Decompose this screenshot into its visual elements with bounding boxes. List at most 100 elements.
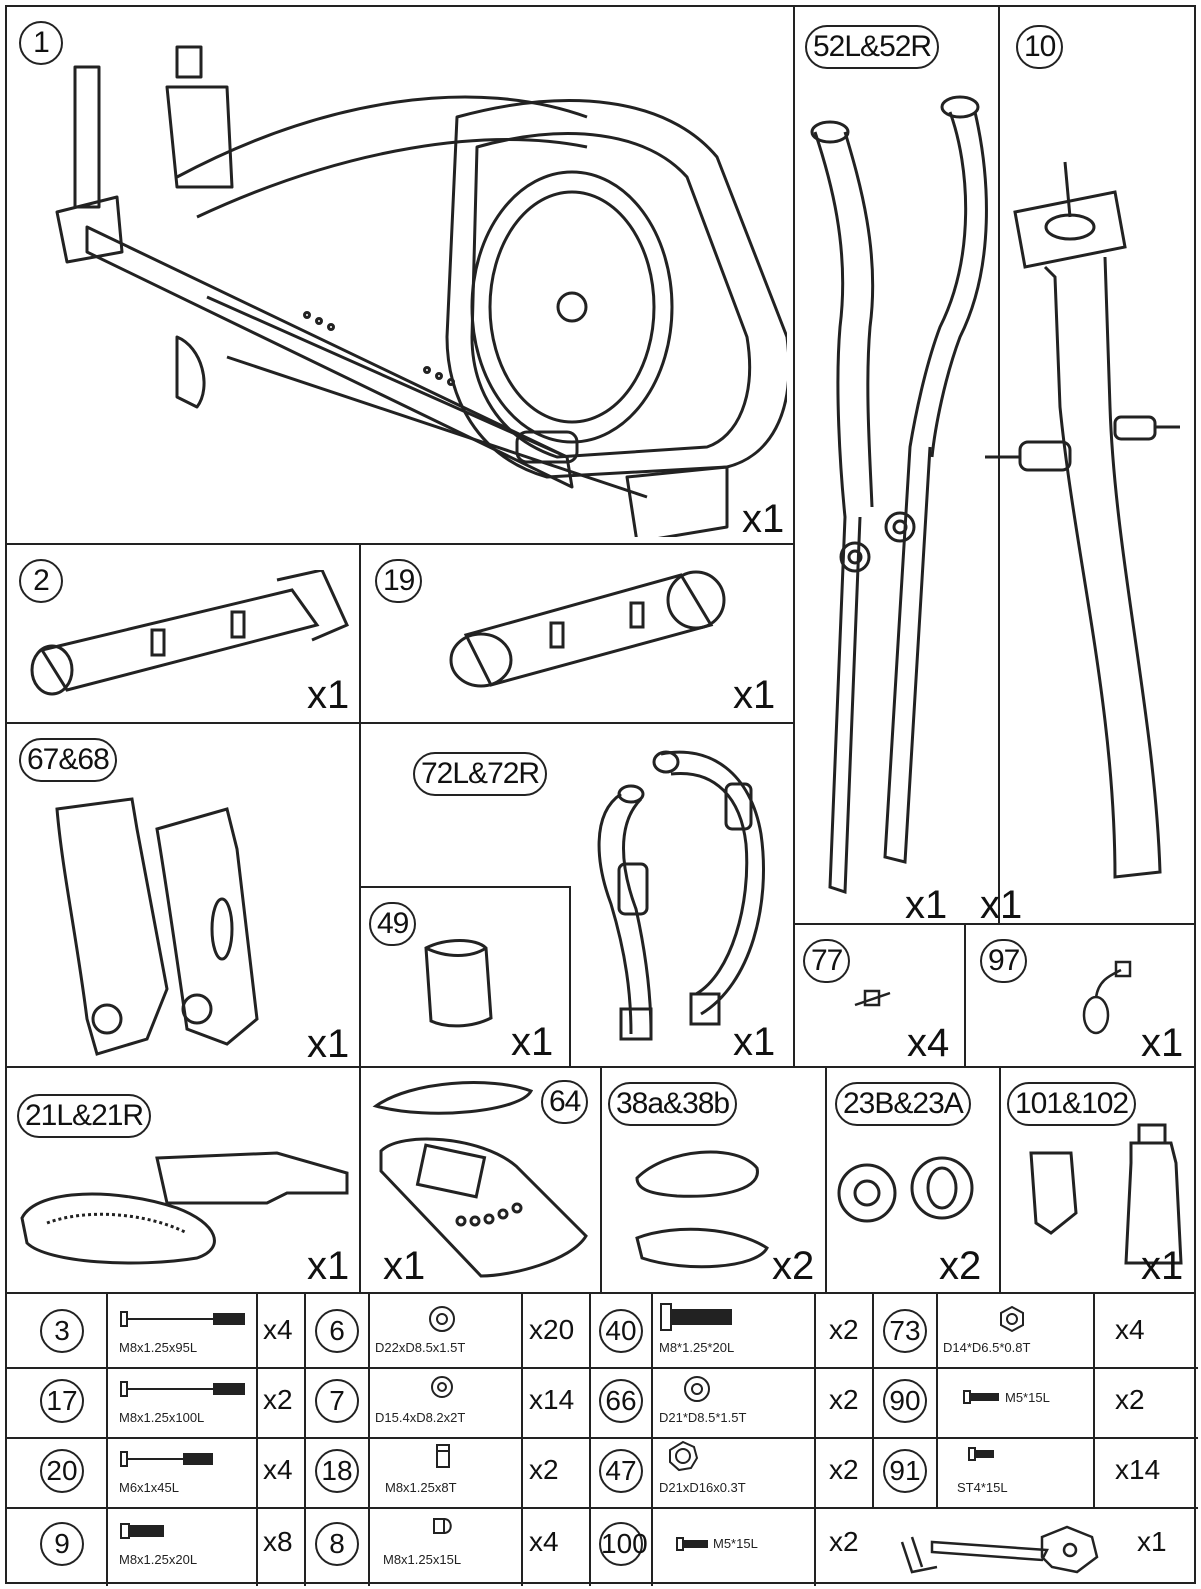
hw-number-6: 6: [315, 1309, 359, 1353]
front-stabilizer-drawing: [449, 570, 726, 688]
part-qty-23: x2: [939, 1244, 982, 1288]
part-box-19: 19 x1: [359, 543, 795, 724]
adapter-drawing: [1082, 960, 1132, 1035]
hw-spec-17: M8x1.25x100L: [119, 1410, 205, 1425]
hw-number-3: 3: [40, 1309, 84, 1353]
pedals-drawing: [20, 1151, 349, 1265]
hardware-table: 3 M8x1.25x95L x4 6 D22xD8.5x1.5T x20 40 …: [5, 1292, 1198, 1586]
part-box-1: 1: [5, 5, 795, 545]
hw-number-90: 90: [883, 1379, 927, 1423]
hw-qty-18: x2: [529, 1454, 559, 1485]
screw-icon: [963, 1390, 999, 1404]
part-number-19: 19: [375, 559, 423, 603]
part-number-97: 97: [980, 939, 1028, 983]
hw-qty-73: x4: [1115, 1314, 1145, 1345]
part-qty-21: x1: [307, 1244, 350, 1288]
hw-spec-7: D15.4xD8.2x2T: [375, 1410, 466, 1425]
part-number-64: 64: [541, 1080, 589, 1124]
hw-spec-66: D21*D8.5*1.5T: [659, 1410, 747, 1425]
part-box-67: 67&68 x1: [5, 722, 361, 1068]
hw-qty-17: x2: [263, 1384, 293, 1415]
part-qty-1: x1: [742, 497, 785, 541]
hw-spec-90: M5*15L: [1005, 1390, 1050, 1405]
part-number-10: 10: [1016, 25, 1064, 69]
part-box-23: 23B&23A x2: [825, 1066, 1001, 1294]
bolt-short-icon: [120, 1523, 164, 1539]
bolt-long-icon: [120, 1311, 245, 1327]
part-number-1: 1: [19, 21, 63, 65]
bolt-long-icon: [120, 1381, 245, 1397]
hw-qty-3: x4: [263, 1314, 293, 1345]
part-box-2: 2 x1: [5, 543, 361, 724]
part-qty-49: x1: [511, 1020, 554, 1064]
main-frame-drawing: [55, 45, 787, 537]
hex-bolt-icon: [660, 1303, 732, 1331]
part-qty-2: x1: [307, 673, 350, 717]
upright-post-drawing: [985, 161, 1180, 879]
wave-washer-icon: [669, 1440, 699, 1472]
hw-qty-7: x14: [529, 1384, 575, 1415]
bolt-medium-icon: [120, 1451, 213, 1467]
hw-number-91: 91: [883, 1449, 927, 1493]
part-qty-97: x1: [1141, 1021, 1184, 1065]
hw-number-8: 8: [315, 1522, 359, 1566]
hw-spec-100: M5*15L: [713, 1536, 758, 1551]
part-number-49: 49: [369, 902, 417, 946]
part-number-23: 23B&23A: [835, 1082, 971, 1126]
hw-spec-91: ST4*15L: [957, 1480, 1008, 1495]
hw-spec-8: M8x1.25x15L: [383, 1552, 462, 1567]
hw-number-40: 40: [599, 1309, 643, 1353]
sleeve-drawing: [424, 939, 493, 1028]
hw-qty-90: x2: [1115, 1384, 1145, 1415]
self-tapping-screw-icon: [968, 1447, 994, 1461]
part-box-64: 64 x1: [359, 1066, 602, 1294]
part-box-38: 38a&38b x2: [600, 1066, 827, 1294]
part-qty-101: x1: [1141, 1244, 1184, 1288]
hw-number-47: 47: [599, 1449, 643, 1493]
part-box-49: 49 x1: [359, 886, 571, 1068]
hw-spec-9: M8x1.25x20L: [119, 1552, 198, 1567]
part-box-21: 21L&21R x1: [5, 1066, 361, 1294]
bottle-drawing: [1029, 1123, 1183, 1265]
hw-number-66: 66: [599, 1379, 643, 1423]
part-number-52: 52L&52R: [805, 25, 940, 69]
small-washer-icon: [1000, 1305, 1024, 1333]
rear-stabilizer-drawing: [30, 570, 349, 696]
hw-qty-8: x4: [529, 1526, 559, 1557]
machine-screw-icon: [676, 1537, 708, 1551]
hw-spec-40: M8*1.25*20L: [659, 1340, 735, 1355]
hw-spec-73: D14*D6.5*0.8T: [943, 1340, 1031, 1355]
hw-number-9: 9: [40, 1522, 84, 1566]
hw-qty-9: x8: [263, 1526, 293, 1557]
hw-spec-47: D21xD16x0.3T: [659, 1480, 746, 1495]
hw-number-18: 18: [315, 1449, 359, 1493]
part-box-97: 97 x1: [964, 923, 1196, 1068]
hw-number-17: 17: [40, 1379, 84, 1423]
lock-washer-icon: [431, 1376, 453, 1398]
hw-qty-6: x20: [529, 1314, 575, 1345]
cap-nut-icon: [433, 1518, 452, 1534]
part-number-101: 101&102: [1007, 1082, 1137, 1126]
part-qty-19: x1: [733, 673, 776, 717]
hw-number-20: 20: [40, 1449, 84, 1493]
hardware-grid: [7, 1294, 1198, 1586]
part-box-101: 101&102 x1: [999, 1066, 1196, 1294]
hw-spec-3: M8x1.25x95L: [119, 1340, 198, 1355]
hw-spec-20: M6x1x45L: [119, 1480, 179, 1495]
part-qty-52: x1: [905, 883, 948, 927]
part-number-21: 21L&21R: [17, 1094, 152, 1138]
part-number-77: 77: [803, 939, 851, 983]
tool-qty: x1: [1137, 1526, 1167, 1557]
hw-spec-6: D22xD8.5x1.5T: [375, 1340, 466, 1355]
part-qty-77: x4: [907, 1021, 950, 1065]
wrench-tool-icon: [900, 1525, 1099, 1574]
hw-qty-47: x2: [829, 1454, 859, 1485]
caps-drawing: [635, 1150, 769, 1269]
clip-drawing: [854, 989, 891, 1007]
part-qty-67: x1: [307, 1022, 350, 1066]
hw-number-73: 73: [883, 1309, 927, 1353]
console-drawing: [372, 1081, 588, 1278]
part-number-67: 67&68: [19, 738, 117, 782]
part-number-2: 2: [19, 559, 63, 603]
